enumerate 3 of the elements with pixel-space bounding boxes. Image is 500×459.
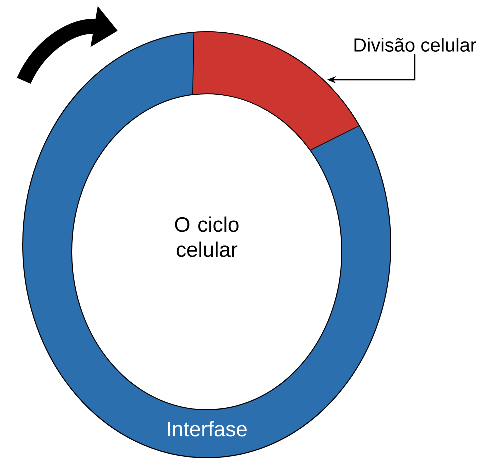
segment-label: Interfase — [168, 421, 247, 437]
center-label: O ciclo celular — [175, 216, 239, 258]
segment-label: Divisão celular — [354, 38, 476, 52]
